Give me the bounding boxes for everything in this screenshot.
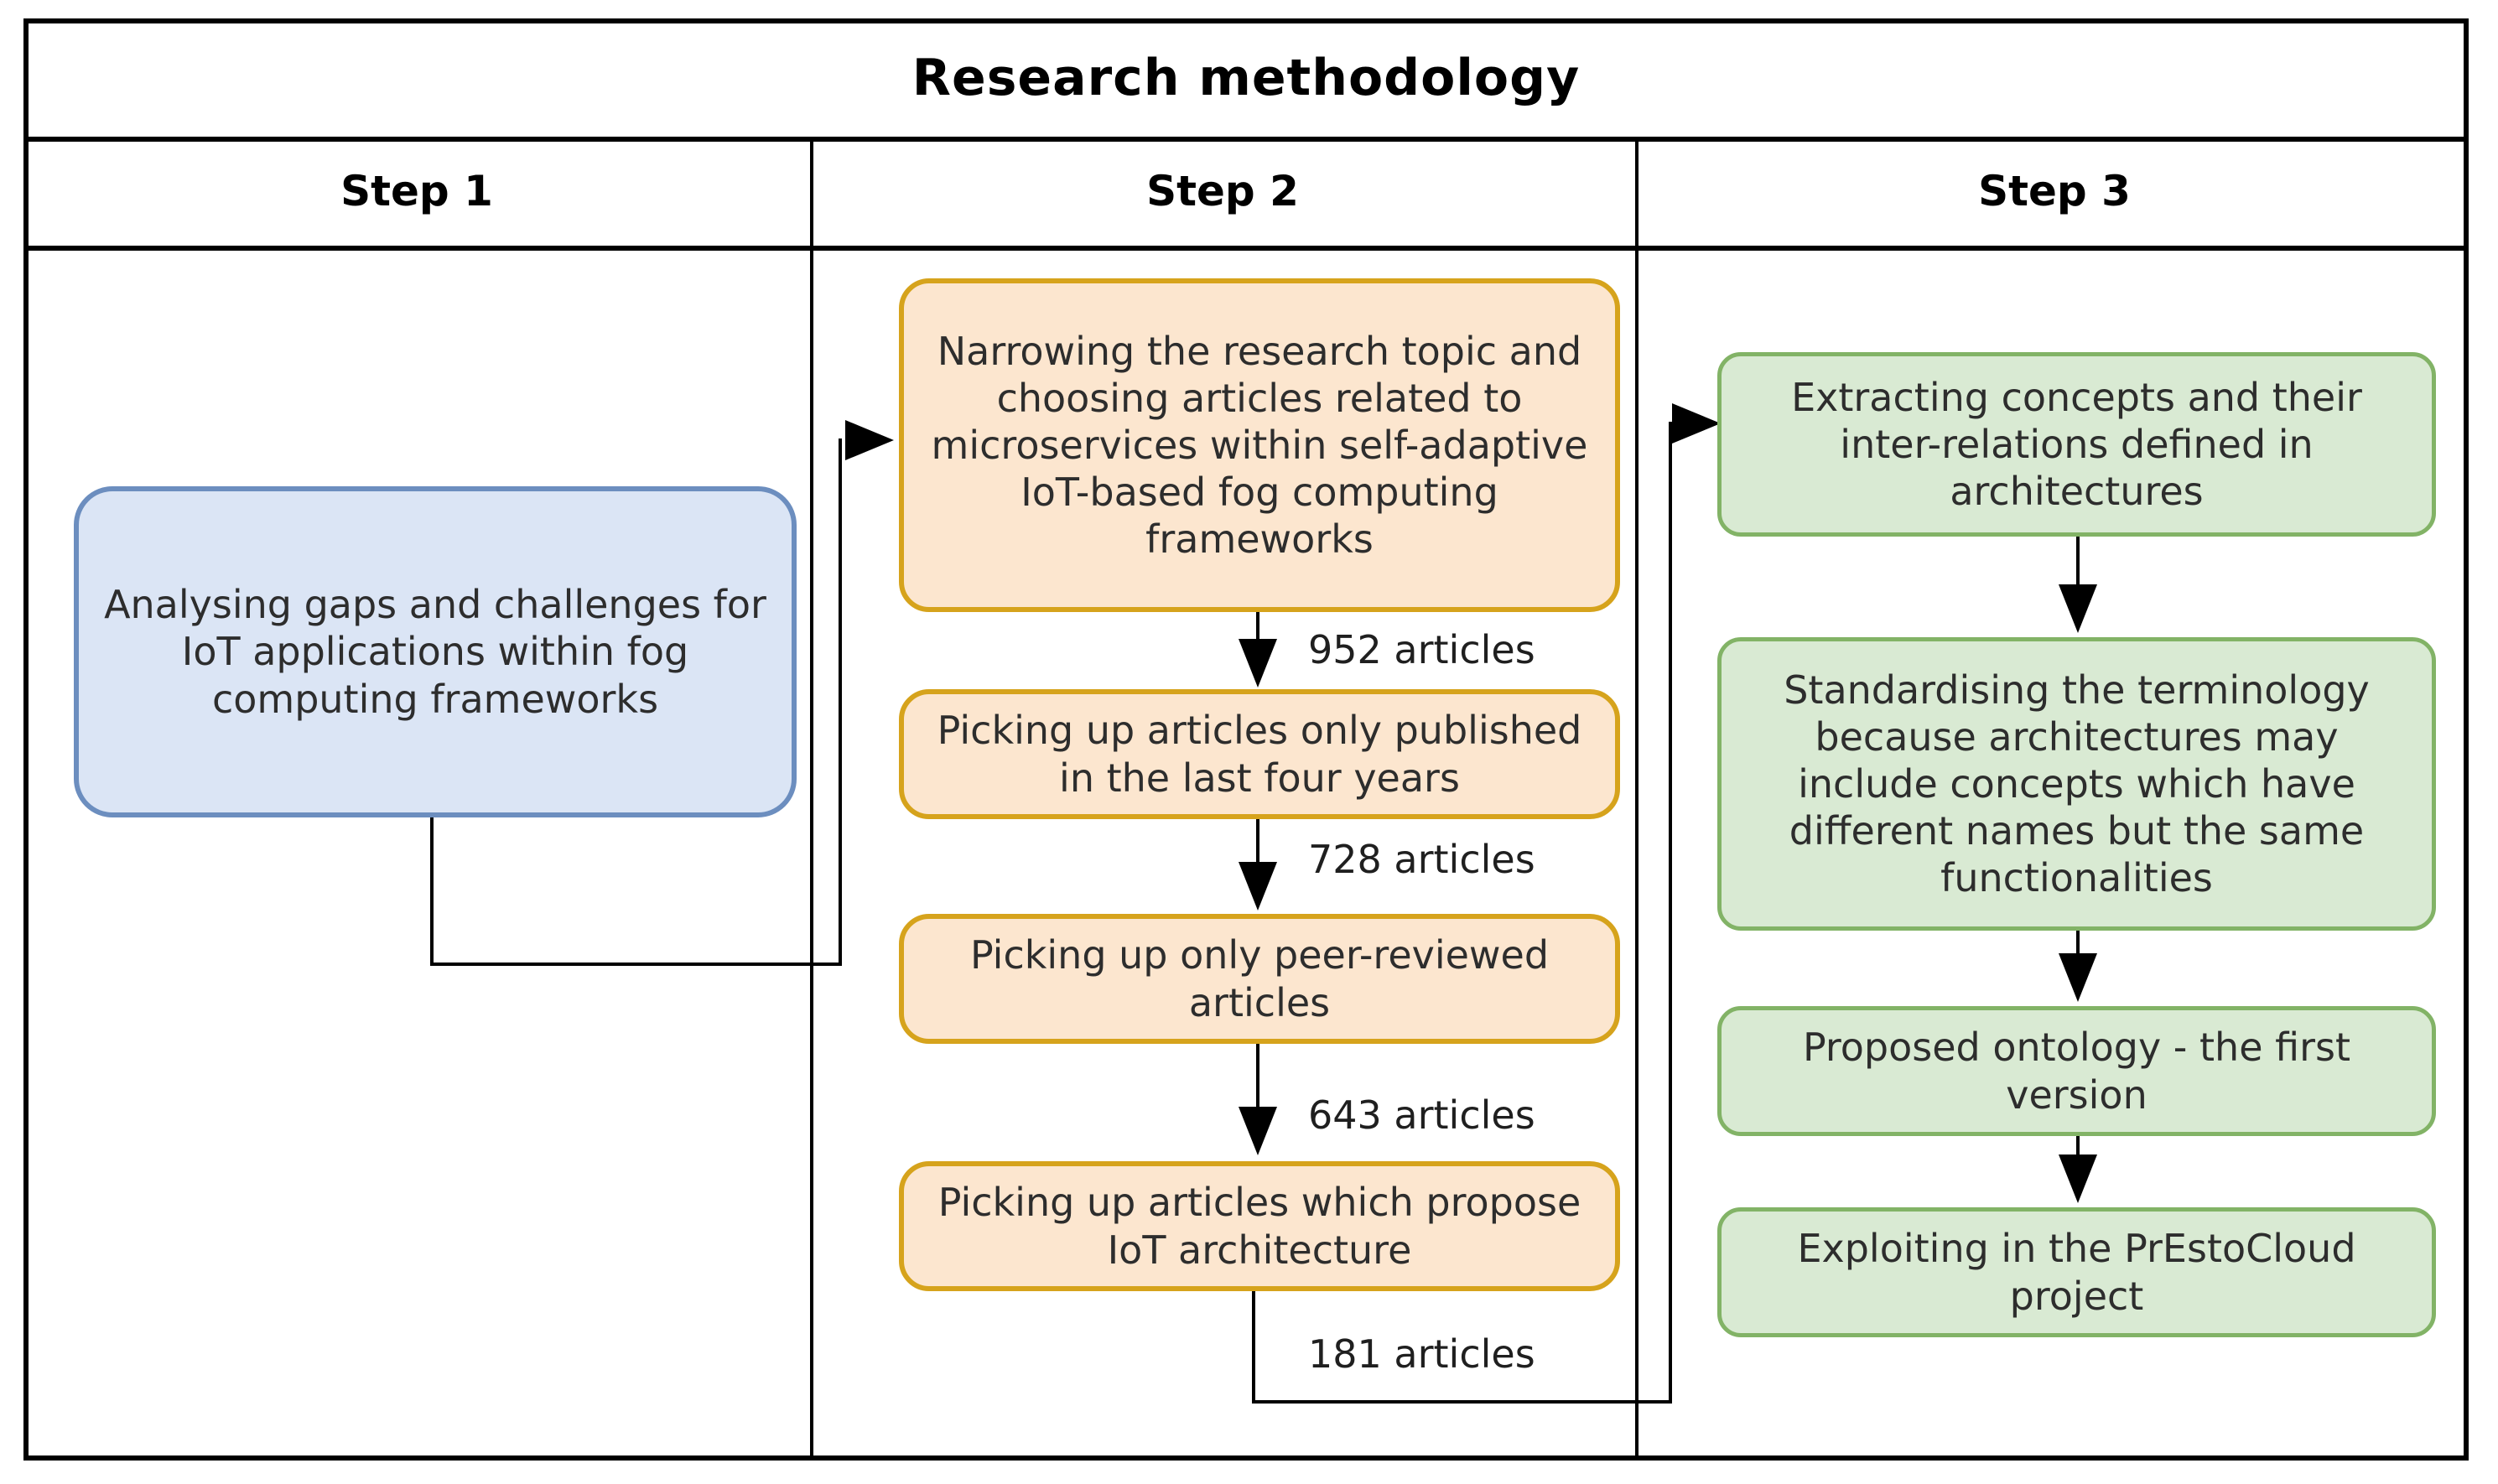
green-arrow1-arrowhead-icon <box>2059 584 2097 633</box>
title-separator-line <box>23 137 2469 142</box>
green-arrow3-shaft <box>2076 1136 2080 1160</box>
column-divider-1 <box>810 137 813 1461</box>
arrow-728-shaft <box>1256 819 1259 864</box>
count-label-728: 728 articles <box>1308 837 1535 882</box>
count-label-643: 643 articles <box>1308 1092 1535 1138</box>
green-arrow2-shaft <box>2076 931 2080 957</box>
arrow-952-shaft <box>1256 612 1259 642</box>
arrow-643-arrowhead-icon <box>1239 1107 1277 1155</box>
header-separator-line <box>23 246 2469 251</box>
arrow-952-arrowhead-icon <box>1239 639 1277 688</box>
arrow-643-shaft <box>1256 1044 1259 1108</box>
step2-peer-reviewed-box: Picking up only peer-reviewed articles <box>899 914 1620 1044</box>
connector1-horizontal-segment <box>430 963 842 966</box>
connector1-arrowhead-icon <box>845 420 894 460</box>
step2-last-four-years-box: Picking up articles only published in th… <box>899 689 1620 819</box>
step2-propose-architecture-box: Picking up articles which propose IoT ar… <box>899 1161 1620 1291</box>
step3-extracting-box: Extracting concepts and their inter-rela… <box>1717 352 2436 537</box>
column-header-step2: Step 2 <box>1146 167 1299 215</box>
connector1-down-segment <box>430 817 434 966</box>
connector2-down-segment <box>1252 1291 1255 1404</box>
column-header-step3: Step 3 <box>1978 167 2131 215</box>
connector2-up-segment <box>1669 422 1672 1404</box>
column-divider-2 <box>1635 137 1639 1461</box>
step2-narrowing-box: Narrowing the research topic and choosin… <box>899 278 1620 612</box>
step3-standardising-box: Standardising the terminology because ar… <box>1717 637 2436 931</box>
green-arrow1-shaft <box>2076 537 2080 587</box>
count-label-181: 181 articles <box>1308 1331 1535 1377</box>
green-arrow3-arrowhead-icon <box>2059 1155 2097 1203</box>
step3-exploiting-box: Exploiting in the PrEstoCloud project <box>1717 1207 2436 1337</box>
connector1-up-segment <box>839 438 842 966</box>
step1-analysing-box: Analysing gaps and challenges for IoT ap… <box>74 486 797 817</box>
count-label-952: 952 articles <box>1308 627 1535 672</box>
arrow-728-arrowhead-icon <box>1239 862 1277 911</box>
connector2-arrowhead-icon <box>1672 403 1721 444</box>
step3-proposed-ontology-box: Proposed ontology - the first version <box>1717 1006 2436 1136</box>
connector2-horizontal-segment <box>1252 1400 1672 1404</box>
page-title: Research methodology <box>911 48 1581 107</box>
green-arrow2-arrowhead-icon <box>2059 953 2097 1002</box>
column-header-step1: Step 1 <box>340 167 493 215</box>
